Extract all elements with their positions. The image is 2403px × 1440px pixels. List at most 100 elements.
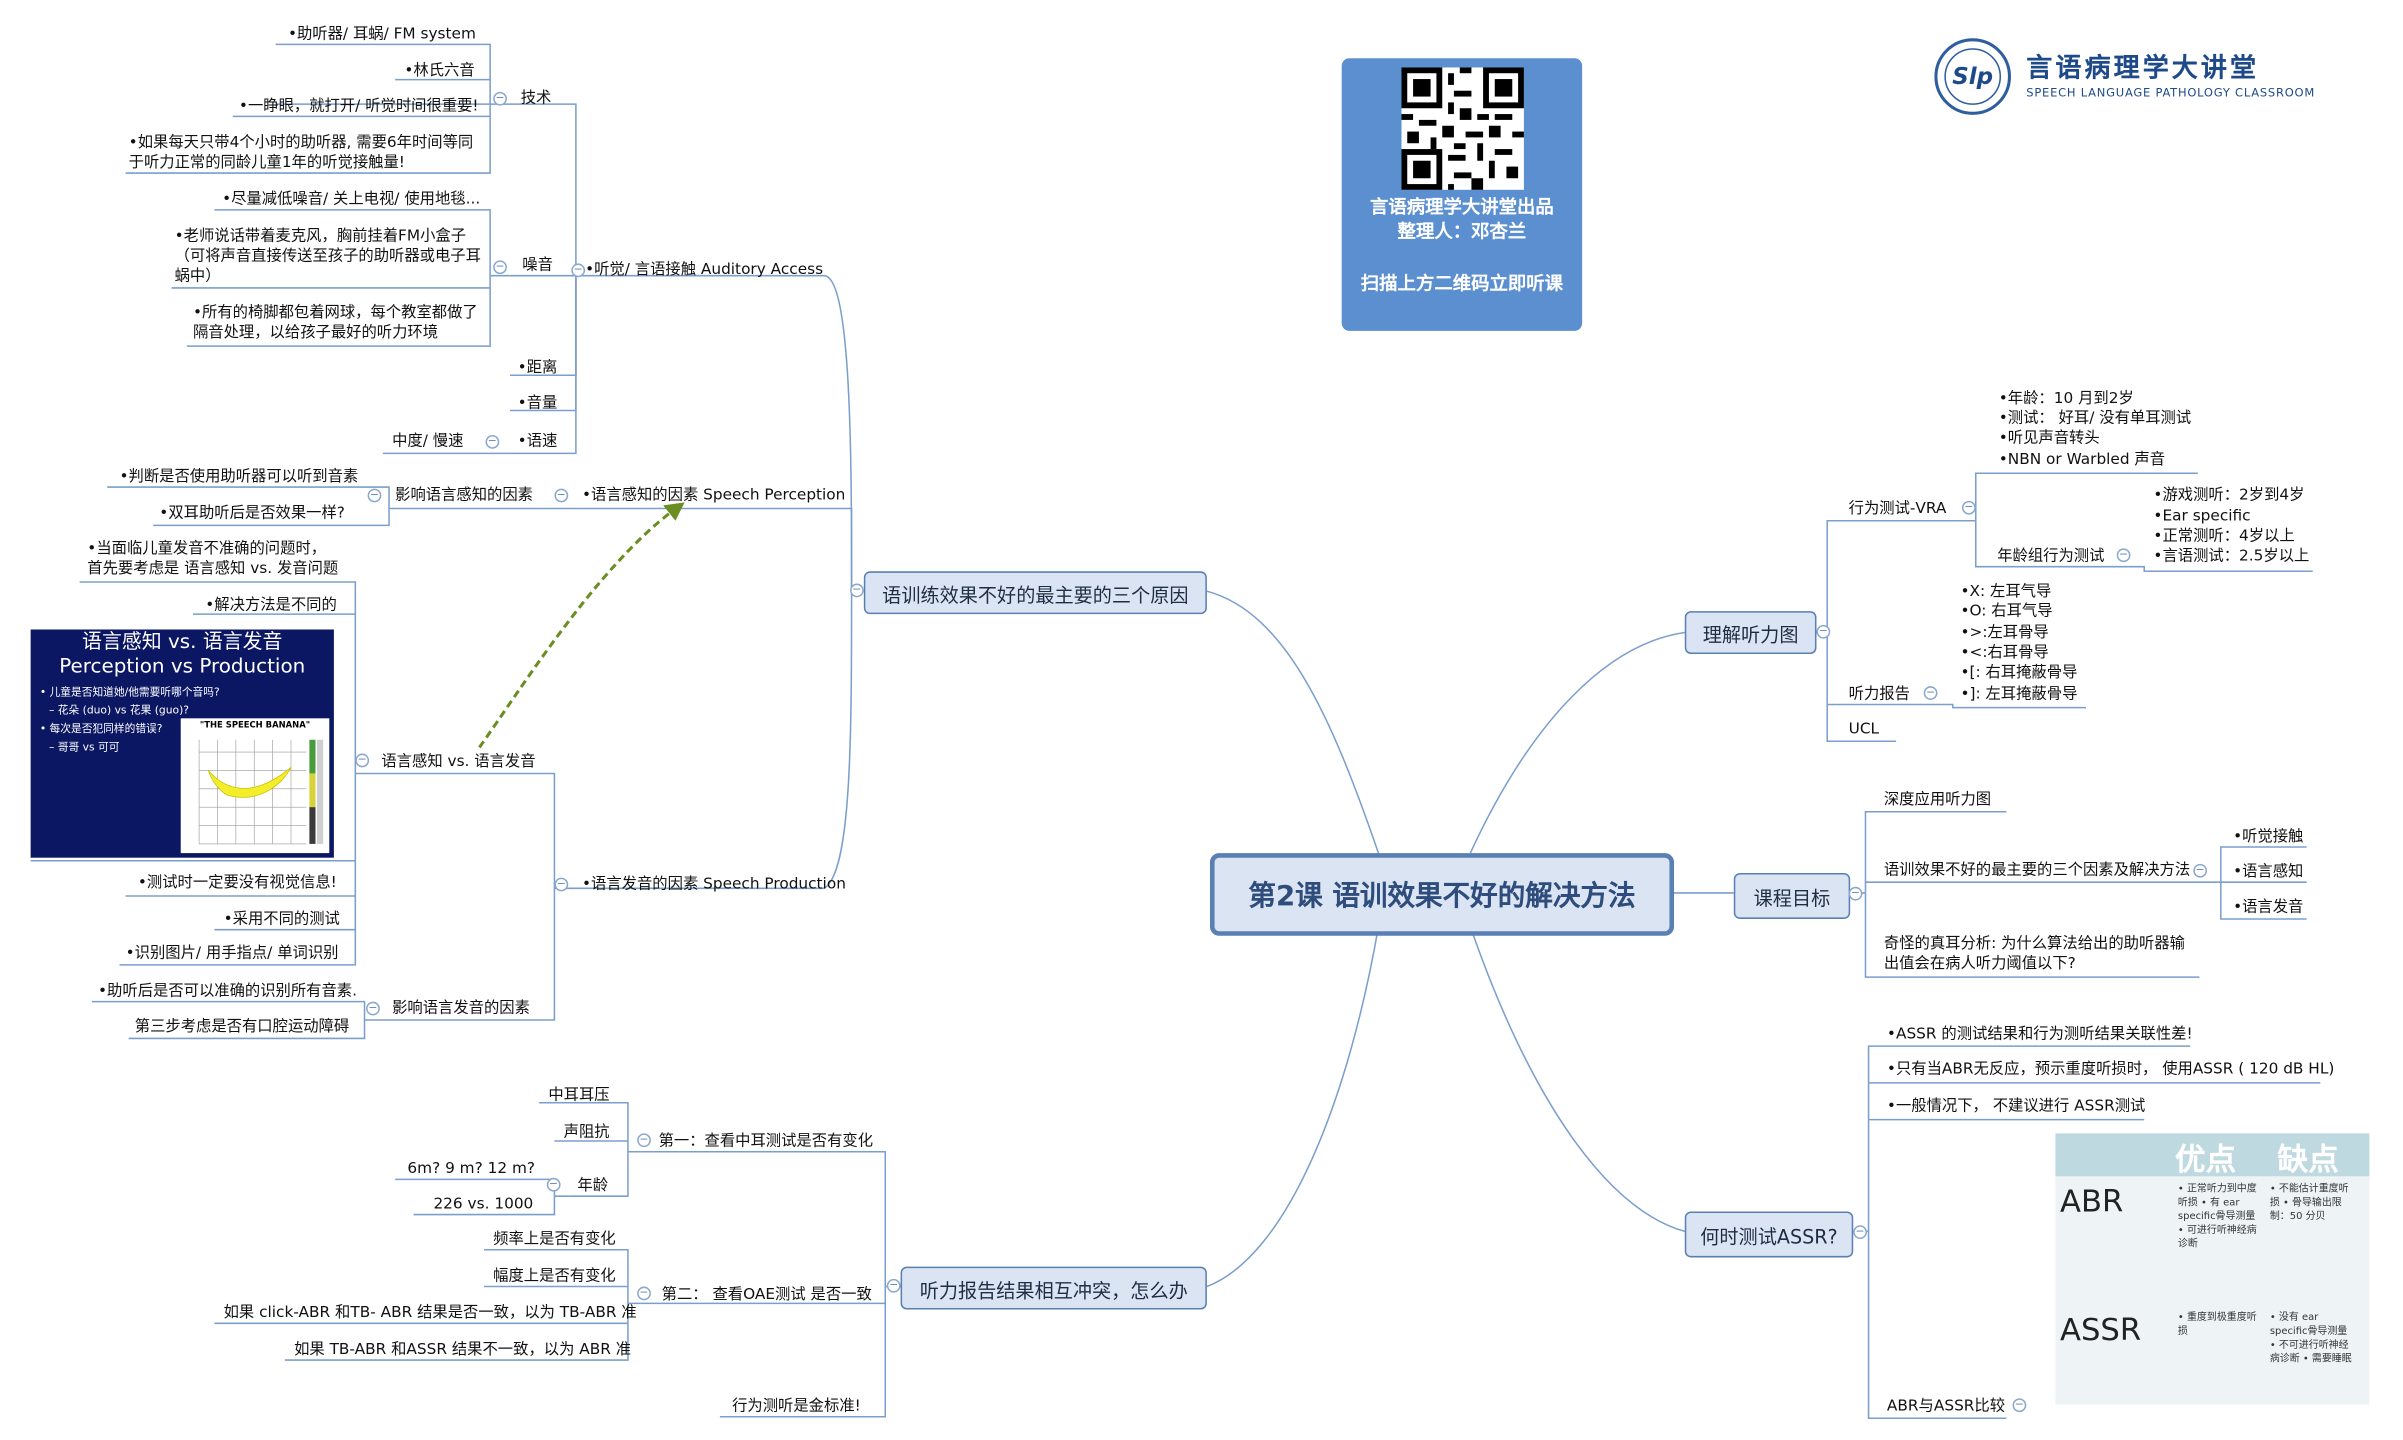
node-goal[interactable]: 语训效果不好的最主要的三个因素及解决方法	[1883, 862, 2191, 880]
node-perception-factor[interactable]: 影响语言感知的因素	[395, 487, 533, 504]
node-step1[interactable]: 第一：查看中耳测试是否有变化	[658, 1133, 874, 1151]
node-vra[interactable]: 行为测试-VRA	[1848, 500, 1947, 518]
node-step2-item[interactable]: 如果 click-ABR 和TB- ABR 结果是否一致，以为 TB-ABR 准	[223, 1304, 637, 1322]
node-assr-item[interactable]: •只有当ABR无反应，预示重度听损时， 使用ASSR ( 120 dB HL)	[1886, 1061, 2335, 1079]
node-perception-item[interactable]: •双耳助听后是否效果一样?	[159, 505, 345, 523]
collapse-toggle[interactable]: −	[1816, 624, 1831, 639]
node-pvp[interactable]: 语言感知 vs. 语言发音	[381, 753, 536, 771]
node-vra-item[interactable]: •年龄：10 月到2岁	[1998, 390, 2134, 408]
node-noise-item[interactable]: •所有的椅脚都包着网球，每个教室都做了隔音处理，以给孩子最好的听力环境	[192, 304, 478, 342]
node-technology[interactable]: 技术	[520, 90, 552, 108]
collapse-toggle[interactable]: −	[1853, 1225, 1868, 1240]
collapse-toggle[interactable]: −	[637, 1286, 651, 1301]
node-step2[interactable]: 第二： 查看OAE测试 是否一致	[661, 1286, 872, 1304]
node-vra-item[interactable]: •NBN or Warbled 声音	[1998, 451, 2166, 469]
collapse-toggle[interactable]: −	[850, 583, 864, 598]
node-report-item[interactable]: •>:左耳骨导	[1960, 624, 2049, 642]
collapse-toggle[interactable]: −	[366, 1001, 380, 1016]
collapse-toggle[interactable]: −	[2116, 548, 2131, 563]
node-goal-sub[interactable]: •语言感知	[2233, 863, 2304, 881]
branch-when-assr[interactable]: 何时测试ASSR?	[1684, 1211, 1854, 1258]
collapse-toggle[interactable]: −	[2012, 1398, 2027, 1413]
node-perception-item[interactable]: •判断是否使用助听器可以听到音素	[119, 468, 359, 486]
node-step2-item[interactable]: 幅度上是否有变化	[493, 1268, 616, 1286]
node-step1-item[interactable]: 中耳耳压	[548, 1087, 610, 1105]
node-abr-assr-compare[interactable]: ABR与ASSR比较	[1886, 1398, 2006, 1416]
node-pvp-item[interactable]: •解决方法是不同的	[205, 597, 337, 615]
collapse-toggle[interactable]: −	[493, 260, 507, 275]
node-production-item[interactable]: 第三步考虑是否有口腔运动障碍	[134, 1018, 350, 1036]
collapse-toggle[interactable]: −	[554, 488, 569, 503]
collapse-toggle[interactable]: −	[546, 1177, 561, 1192]
collapse-toggle[interactable]: −	[571, 263, 586, 278]
collapse-toggle[interactable]: −	[637, 1133, 651, 1148]
node-noise-item[interactable]: •尽量减低噪音/ 关上电视/ 使用地毯...	[222, 191, 481, 209]
node-tech-item[interactable]: •林氏六音	[404, 62, 475, 80]
node-pvp-item[interactable]: •当面临儿童发音不准确的问题时，首先要考虑是 语言感知 vs. 发音问题	[87, 540, 339, 578]
collapse-toggle[interactable]: −	[367, 488, 382, 503]
collapse-toggle[interactable]: −	[2193, 863, 2208, 878]
node-tech-item[interactable]: •助听器/ 耳蜗/ FM system	[287, 26, 476, 43]
collapse-toggle[interactable]: −	[1923, 686, 1938, 700]
node-report-item[interactable]: •X: 左耳气导	[1960, 583, 2052, 601]
node-goal-sub[interactable]: •语言发音	[2233, 899, 2304, 916]
node-speed[interactable]: •语速	[517, 433, 558, 451]
node-age-group-item[interactable]: •游戏测听：2岁到4岁	[2153, 487, 2305, 504]
node-noise-item[interactable]: •老师说话带着麦克风，胸前挂着FM小盒子（可将声音直接传送至孩子的助听器或电子耳…	[174, 228, 481, 285]
node-perception[interactable]: •语言感知的因素 Speech Perception	[582, 487, 846, 504]
node-distance[interactable]: •距离	[517, 359, 558, 377]
node-gold-standard[interactable]: 行为测听是金标准!	[732, 1398, 861, 1416]
node-tech-item[interactable]: •一睁眼，就打开/ 听觉时间很重要!	[238, 98, 479, 115]
collapse-toggle[interactable]: −	[886, 1278, 901, 1293]
branch-conflicting-reports[interactable]: 听力报告结果相互冲突，怎么办	[900, 1266, 1207, 1310]
node-speed-child[interactable]: 中度/ 慢速	[392, 433, 464, 451]
node-age-item[interactable]: 6m? 9 m? 12 m?	[407, 1160, 536, 1178]
node-noise[interactable]: 噪音	[522, 257, 553, 275]
collapse-toggle[interactable]: −	[493, 91, 507, 106]
node-step2-item[interactable]: 如果 TB-ABR 和ASSR 结果不一致，以为 ABR 准	[294, 1341, 632, 1359]
node-goal[interactable]: 奇怪的真耳分析: 为什么算法给出的助听器输出值会在病人听力阈值以下?	[1883, 935, 2185, 973]
node-vra-item[interactable]: •测试： 好耳/ 没有单耳测试	[1998, 410, 2192, 428]
branch-three-reasons[interactable]: 语训练效果不好的最主要的三个原因	[863, 571, 1207, 615]
node-report-item[interactable]: •]: 左耳掩蔽骨导	[1960, 686, 2078, 704]
node-assr-item[interactable]: •ASSR 的测试结果和行为测听结果关联性差!	[1886, 1026, 2193, 1044]
table-cell: • 不能估计重度听损 • 骨导输出限制：50 分贝	[2269, 1182, 2349, 1223]
node-auditory-access[interactable]: •听觉/ 言语接触 Auditory Access	[585, 261, 824, 279]
node-age-group-item[interactable]: •言语测试：2.5岁以上	[2153, 548, 2310, 566]
collapse-toggle[interactable]: −	[554, 877, 569, 892]
node-step2-item[interactable]: 频率上是否有变化	[493, 1231, 616, 1249]
node-goal[interactable]: 深度应用听力图	[1883, 791, 1992, 809]
node-assr-item[interactable]: •一般情况下， 不建议进行 ASSR测试	[1886, 1098, 2146, 1116]
node-vra-item[interactable]: •听见声音转头	[1998, 430, 2100, 448]
node-report[interactable]: 听力报告	[1848, 686, 1910, 704]
node-production-item[interactable]: •助听后是否可以准确的识别所有音素.	[98, 983, 357, 1001]
collapse-toggle[interactable]: −	[1848, 886, 1863, 901]
node-report-item[interactable]: •[: 右耳掩蔽骨导	[1960, 664, 2078, 682]
node-pvp-item[interactable]: •测试时一定要没有视觉信息!	[137, 874, 337, 892]
node-pvp-item[interactable]: •采用不同的测试	[223, 911, 340, 929]
node-report-item[interactable]: •<:右耳骨导	[1960, 644, 2049, 662]
node-tech-item[interactable]: •如果每天只带4个小时的助听器, 需要6年时间等同于听力正常的同龄儿童1年的听觉…	[128, 134, 474, 172]
center-topic[interactable]: 第2课 语训效果不好的解决方法	[1209, 853, 1675, 936]
node-pvp-item[interactable]: •识别图片/ 用手指点/ 单词识别	[125, 944, 339, 962]
qr-code-icon[interactable]	[1401, 67, 1524, 190]
node-goal-sub[interactable]: •听觉接触	[2233, 828, 2304, 846]
collapse-toggle[interactable]: −	[355, 753, 370, 768]
branch-course-goals[interactable]: 课程目标	[1733, 873, 1851, 919]
slide-bullet: – 花朵 (duo) vs 花果 (guo)?	[49, 704, 189, 717]
collapse-toggle[interactable]: −	[1961, 500, 1976, 515]
node-production-factor[interactable]: 影响语言发音的因素	[392, 1000, 530, 1017]
node-ucl[interactable]: UCL	[1848, 721, 1880, 739]
node-production[interactable]: •语言发音的因素 Speech Production	[582, 876, 846, 893]
collapse-toggle[interactable]: −	[485, 434, 500, 449]
node-age-group[interactable]: 年龄组行为测试	[1997, 548, 2105, 566]
node-age-group-item[interactable]: •正常测听：4岁以上	[2153, 528, 2295, 546]
node-step1-item[interactable]: 声阻抗	[563, 1124, 610, 1142]
node-age-group-item[interactable]: •Ear specific	[2153, 508, 2251, 526]
node-age[interactable]: 年龄	[577, 1177, 609, 1195]
branch-audiogram[interactable]: 理解听力图	[1684, 611, 1817, 654]
node-report-item[interactable]: •O: 右耳气导	[1960, 603, 2053, 621]
node-age-item[interactable]: 226 vs. 1000	[433, 1196, 534, 1214]
node-volume[interactable]: •音量	[517, 395, 558, 413]
